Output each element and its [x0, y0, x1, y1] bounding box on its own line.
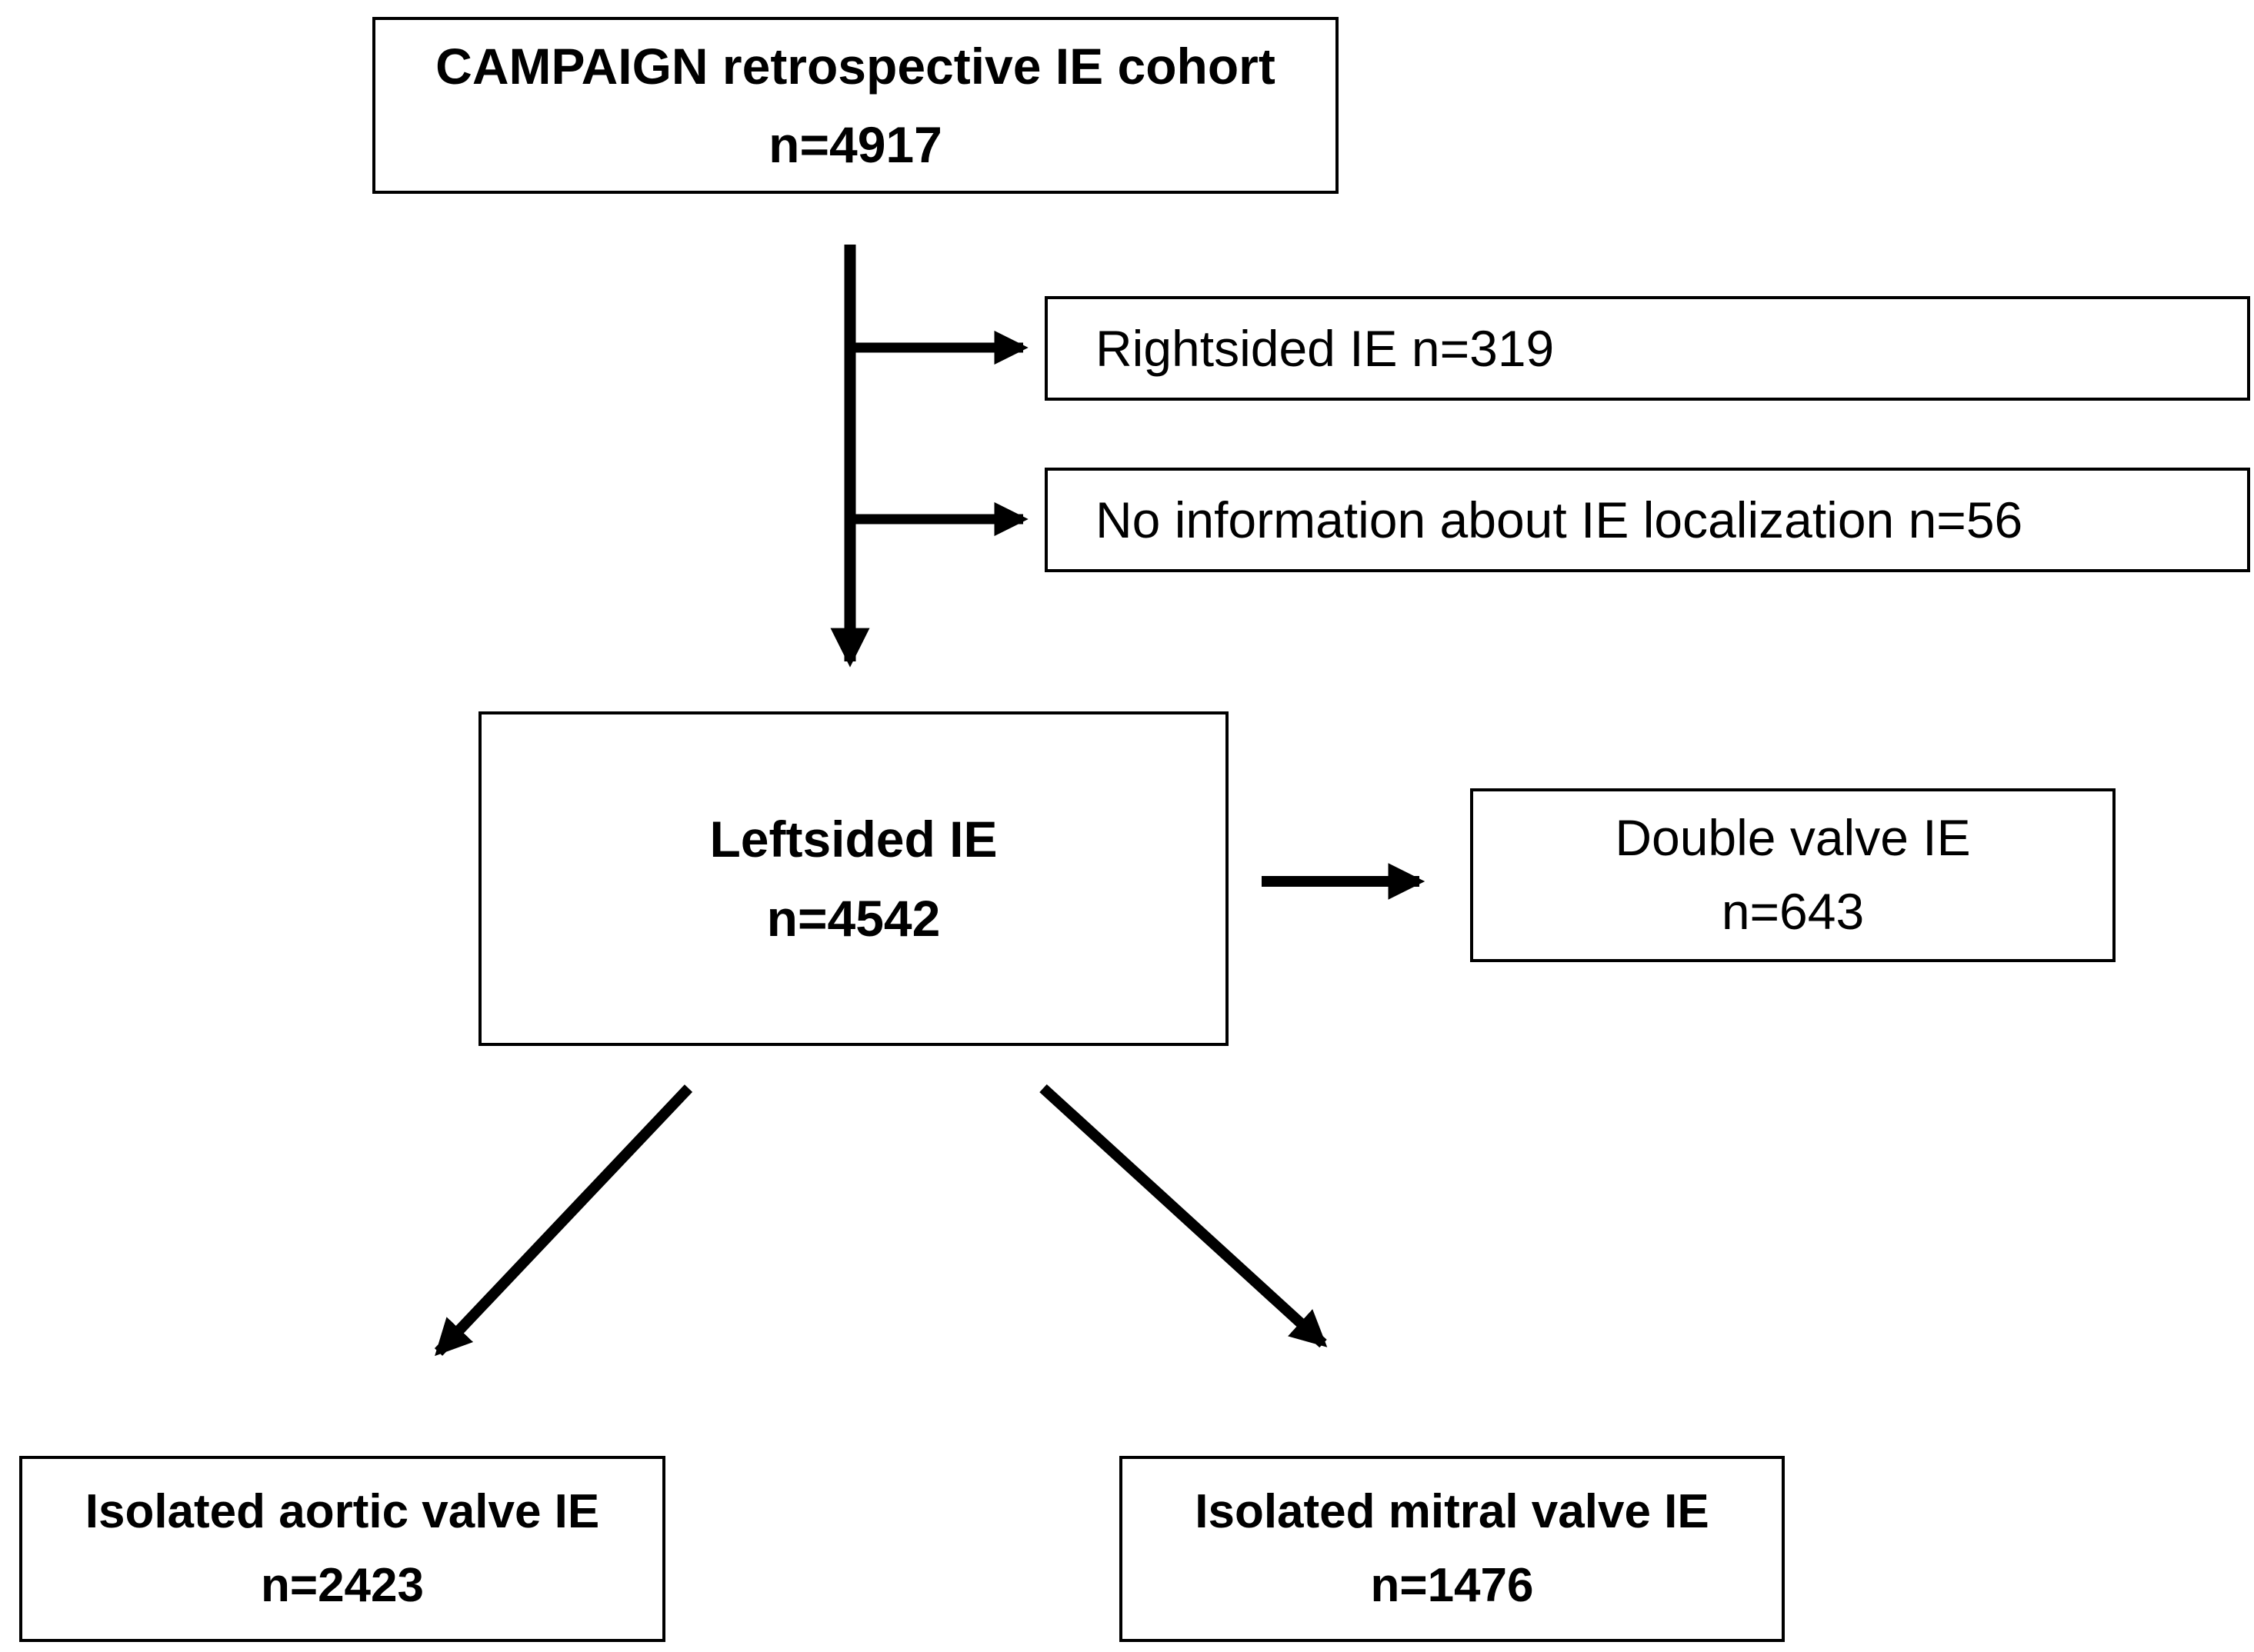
node-line: n=643 — [1721, 883, 1865, 940]
node-line: No information about IE localization n=5… — [1095, 491, 2023, 548]
arrow-leftsided-to-mitral — [1039, 1084, 1328, 1348]
node-line: CAMPAIGN retrospective IE cohort — [435, 37, 1275, 95]
node-leftsided-ie: Leftsided IE n=4542 — [478, 711, 1229, 1046]
arrow-leftsided-to-aortic — [434, 1084, 693, 1357]
node-line: n=2423 — [260, 1559, 424, 1612]
node-no-localization: No information about IE localization n=5… — [1045, 468, 2250, 572]
node-isolated-aortic-valve-ie: Isolated aortic valve IE n=2423 — [19, 1456, 665, 1642]
node-line: Isolated aortic valve IE — [85, 1484, 600, 1538]
node-line: n=4917 — [769, 116, 942, 173]
node-rightsided-ie: Rightsided IE n=319 — [1045, 296, 2250, 401]
node-line: n=1476 — [1370, 1559, 1534, 1612]
node-campaign-cohort: CAMPAIGN retrospective IE cohort n=4917 — [372, 17, 1339, 194]
node-line: Rightsided IE n=319 — [1095, 319, 1555, 377]
node-line: n=4542 — [766, 889, 941, 947]
node-line: Double valve IE — [1615, 809, 1971, 867]
node-line: Isolated mitral valve IE — [1195, 1484, 1709, 1538]
node-line: Leftsided IE — [709, 811, 998, 868]
node-double-valve-ie: Double valve IE n=643 — [1470, 788, 2116, 962]
node-isolated-mitral-valve-ie: Isolated mitral valve IE n=1476 — [1119, 1456, 1785, 1642]
